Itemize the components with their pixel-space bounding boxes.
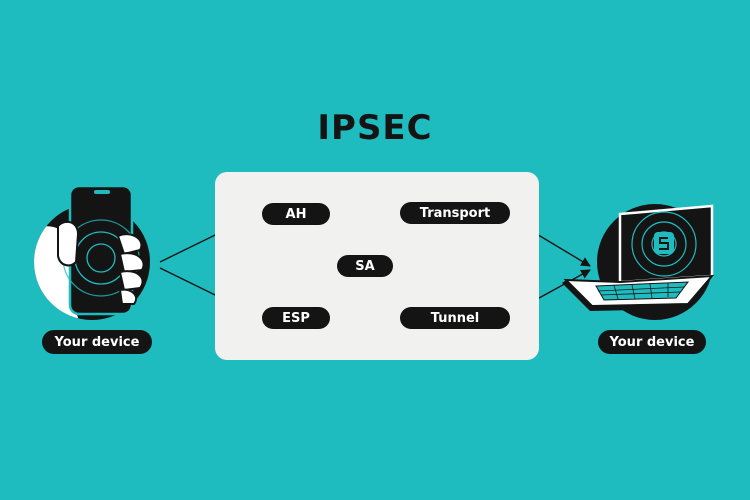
right-device-label: Your device [598,330,706,354]
diagram-title: IPSEC [317,108,433,148]
node-esp: ESP [262,307,330,329]
node-ah: AH [262,203,330,225]
node-sa: SA [337,255,393,277]
laptop-icon [562,204,715,320]
node-transport: Transport [400,202,510,224]
node-tunnel: Tunnel [400,307,510,329]
smartphone-in-hand-icon [34,184,150,320]
left-device-label: Your device [42,330,152,354]
